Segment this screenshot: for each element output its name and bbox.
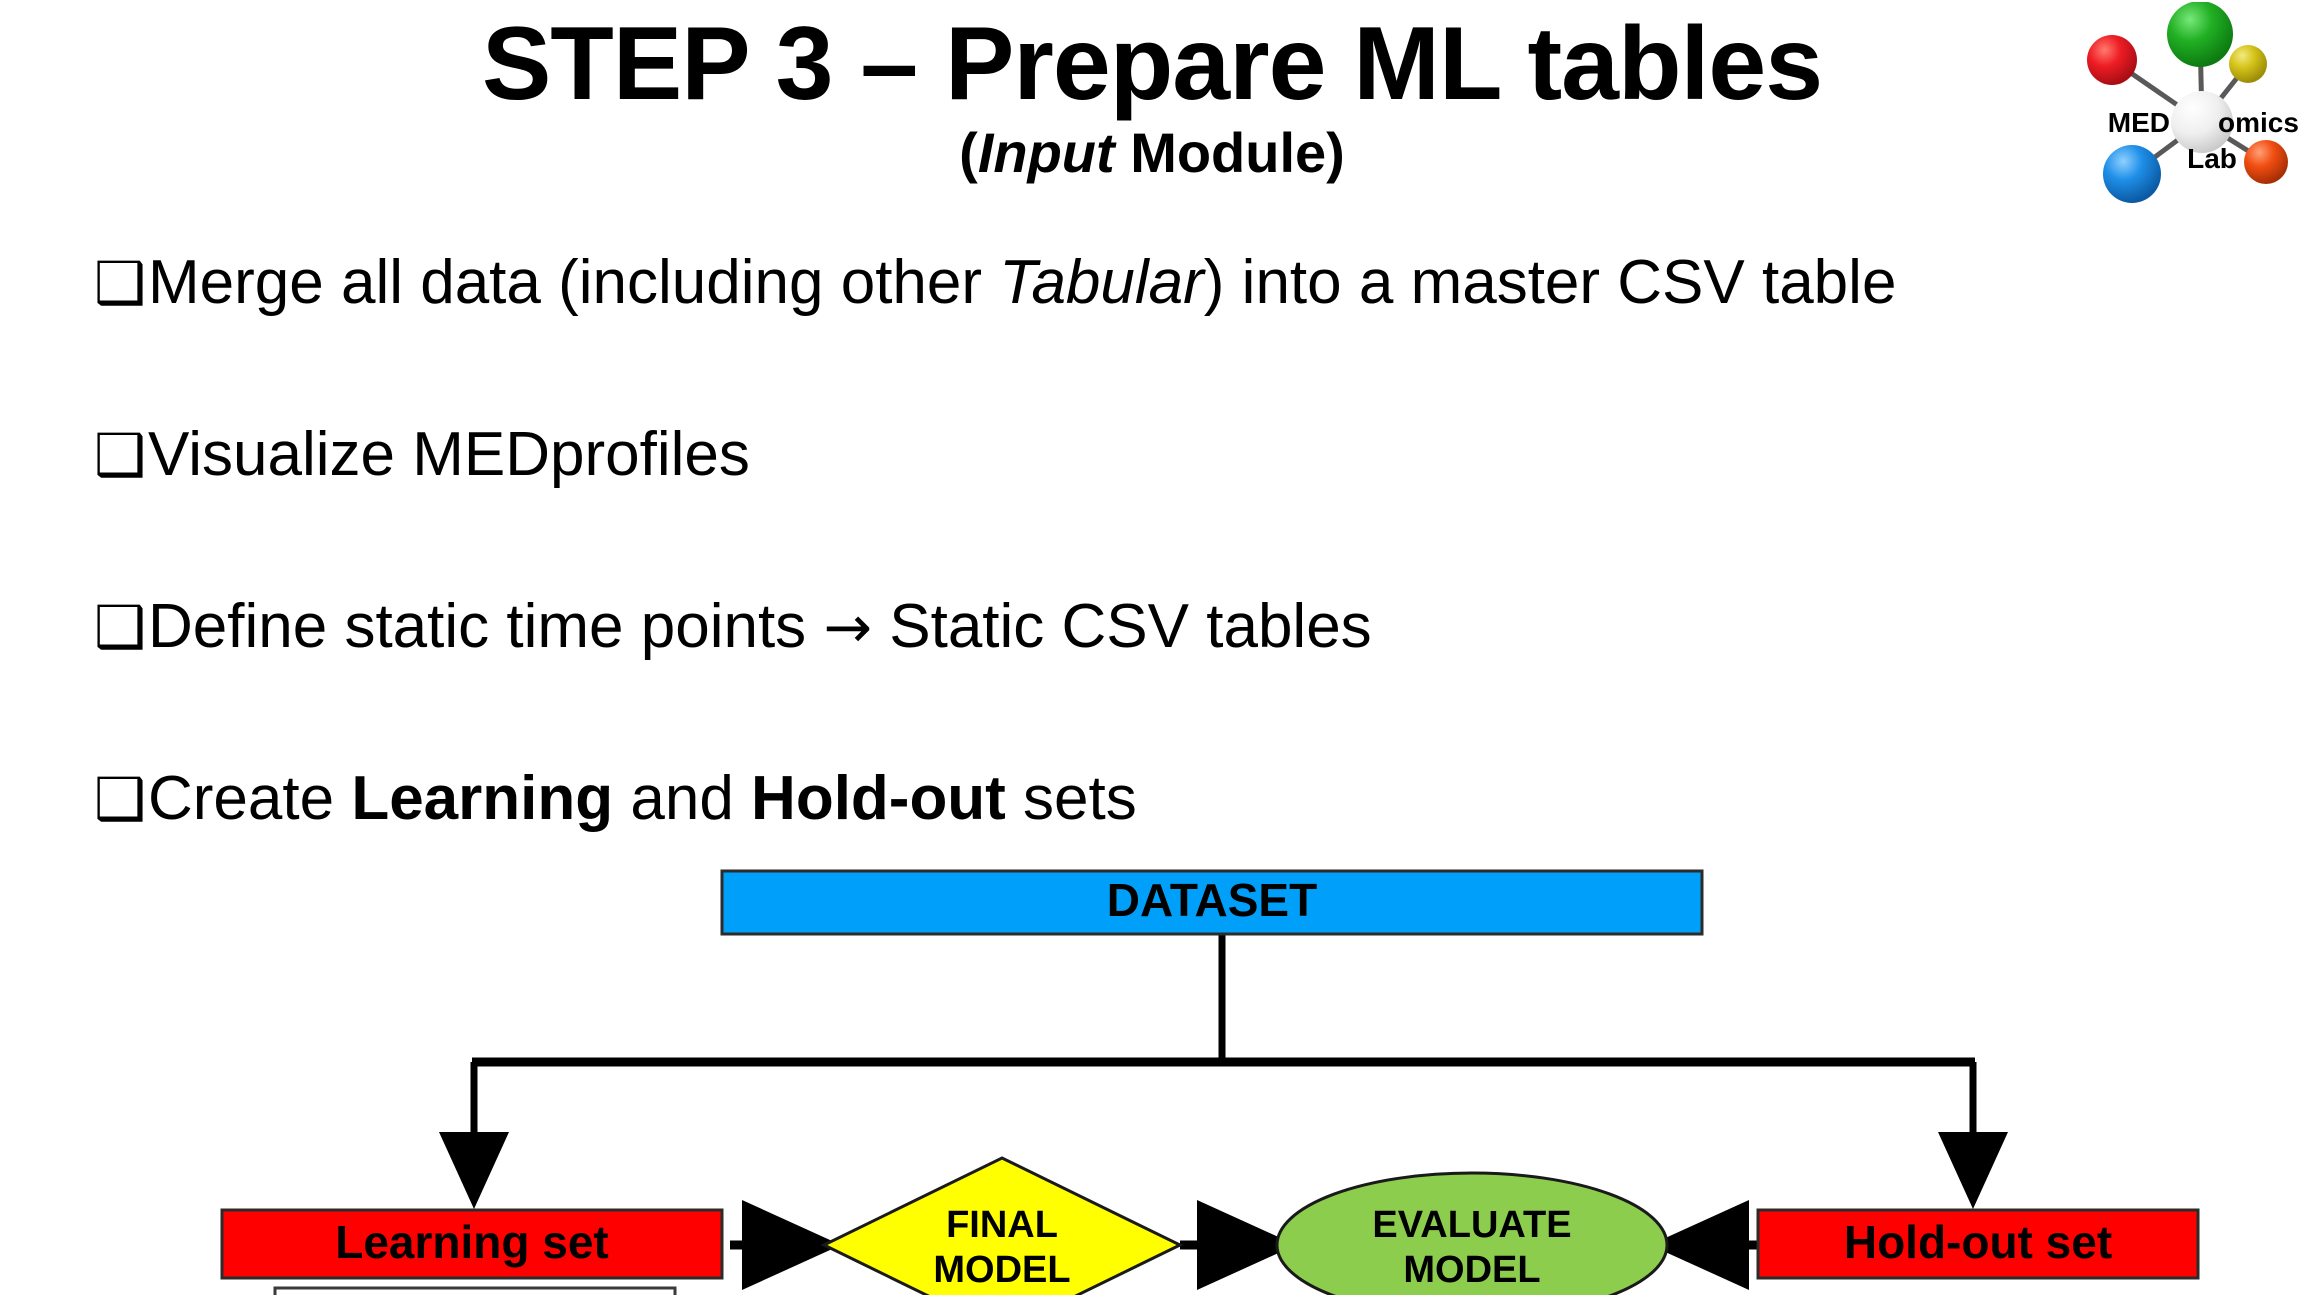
list-item: ❑Create Learning and Hold-out sets [94, 768, 2224, 830]
logo-node-yellow [2229, 45, 2267, 83]
final-model-label-line1: FINAL [946, 1204, 1058, 1246]
medomics-lab-logo: MED omics Lab [2060, 1, 2299, 214]
flow-edges [439, 934, 2008, 1290]
flowchart: DATASET Learning set Train/Validation/Te… [0, 840, 2304, 1295]
subtitle-rest: Module) [1114, 121, 1345, 185]
subtitle-open-paren: ( [959, 121, 978, 185]
subtitle-italic-word: Input [977, 121, 1115, 185]
flow-node-final-model[interactable]: FINAL MODEL [820, 1156, 1184, 1295]
checkbox-square-icon: ❑ [94, 421, 146, 489]
dataset-label: DATASET [1107, 874, 1317, 926]
list-item: ❑Define static time points → Static CSV … [94, 596, 2224, 658]
flow-node-learning-set[interactable]: Learning set [220, 1208, 724, 1280]
evaluate-model-label-line1: EVALUATE [1372, 1204, 1571, 1246]
caption-box-frame [273, 1286, 677, 1295]
logo-node-red [2087, 35, 2137, 85]
evaluate-model-label-line2: MODEL [1403, 1249, 1540, 1291]
page-subtitle: (Input Module) [0, 121, 2304, 185]
list-item-text-pre: Create [148, 764, 352, 833]
list-item-text-post: sets [1005, 764, 1137, 833]
final-model-label-line2: MODEL [933, 1249, 1070, 1291]
list-item-text-post: Static CSV tables [872, 592, 1372, 661]
logo-text-lab: Lab [2187, 143, 2237, 174]
list-item: ❑Merge all data (including other Tabular… [94, 252, 2224, 314]
logo-text-omics: omics [2218, 107, 2298, 138]
flow-node-evaluate-model[interactable]: EVALUATE MODEL [1275, 1171, 1669, 1295]
dataset-box[interactable] [720, 869, 1704, 936]
learning-set-caption-box: Train/Validation/Test Compare/Choose [273, 1286, 677, 1295]
page-title: STEP 3 – Prepare ML tables [481, 6, 1823, 122]
list-item-text-italic: Tabular [999, 248, 1204, 317]
learning-set-box[interactable] [220, 1208, 724, 1280]
title-block: STEP 3 – Prepare ML tables (Input Module… [0, 8, 2304, 185]
list-item-text-post: ) into a master CSV table [1203, 248, 1897, 317]
flow-node-dataset[interactable]: DATASET [720, 869, 1704, 936]
evaluate-model-ellipse[interactable] [1275, 1171, 1669, 1295]
flow-node-holdout-set[interactable]: Hold-out set [1756, 1208, 2200, 1280]
logo-node-green [2167, 1, 2233, 67]
final-model-diamond[interactable] [820, 1156, 1184, 1295]
list-item-text-pre: Merge all data (including other [148, 248, 1000, 317]
list-item-text-mid: and [613, 764, 752, 833]
holdout-set-box[interactable] [1756, 1208, 2200, 1280]
logo-node-blue [2103, 145, 2161, 203]
holdout-set-label: Hold-out set [1844, 1216, 2112, 1268]
checkbox-square-icon: ❑ [94, 765, 146, 833]
logo-text-med: MED [2108, 107, 2170, 138]
logo-node-orange [2244, 140, 2288, 184]
learning-set-label: Learning set [335, 1216, 609, 1268]
checkbox-square-icon: ❑ [94, 593, 146, 661]
list-item-text-pre: Define static time points [148, 592, 824, 661]
list-item-bold-holdout: Hold-out [751, 764, 1006, 833]
list-item-bold-learning: Learning [351, 764, 614, 833]
checkbox-square-icon: ❑ [94, 249, 146, 317]
right-arrow-icon: → [823, 593, 873, 661]
logo-node-center [2171, 91, 2233, 153]
list-item-text-pre: Visualize MEDprofiles [148, 420, 750, 489]
list-item: ❑Visualize MEDprofiles [94, 424, 2224, 486]
bullet-list: ❑Merge all data (including other Tabular… [94, 252, 2224, 940]
